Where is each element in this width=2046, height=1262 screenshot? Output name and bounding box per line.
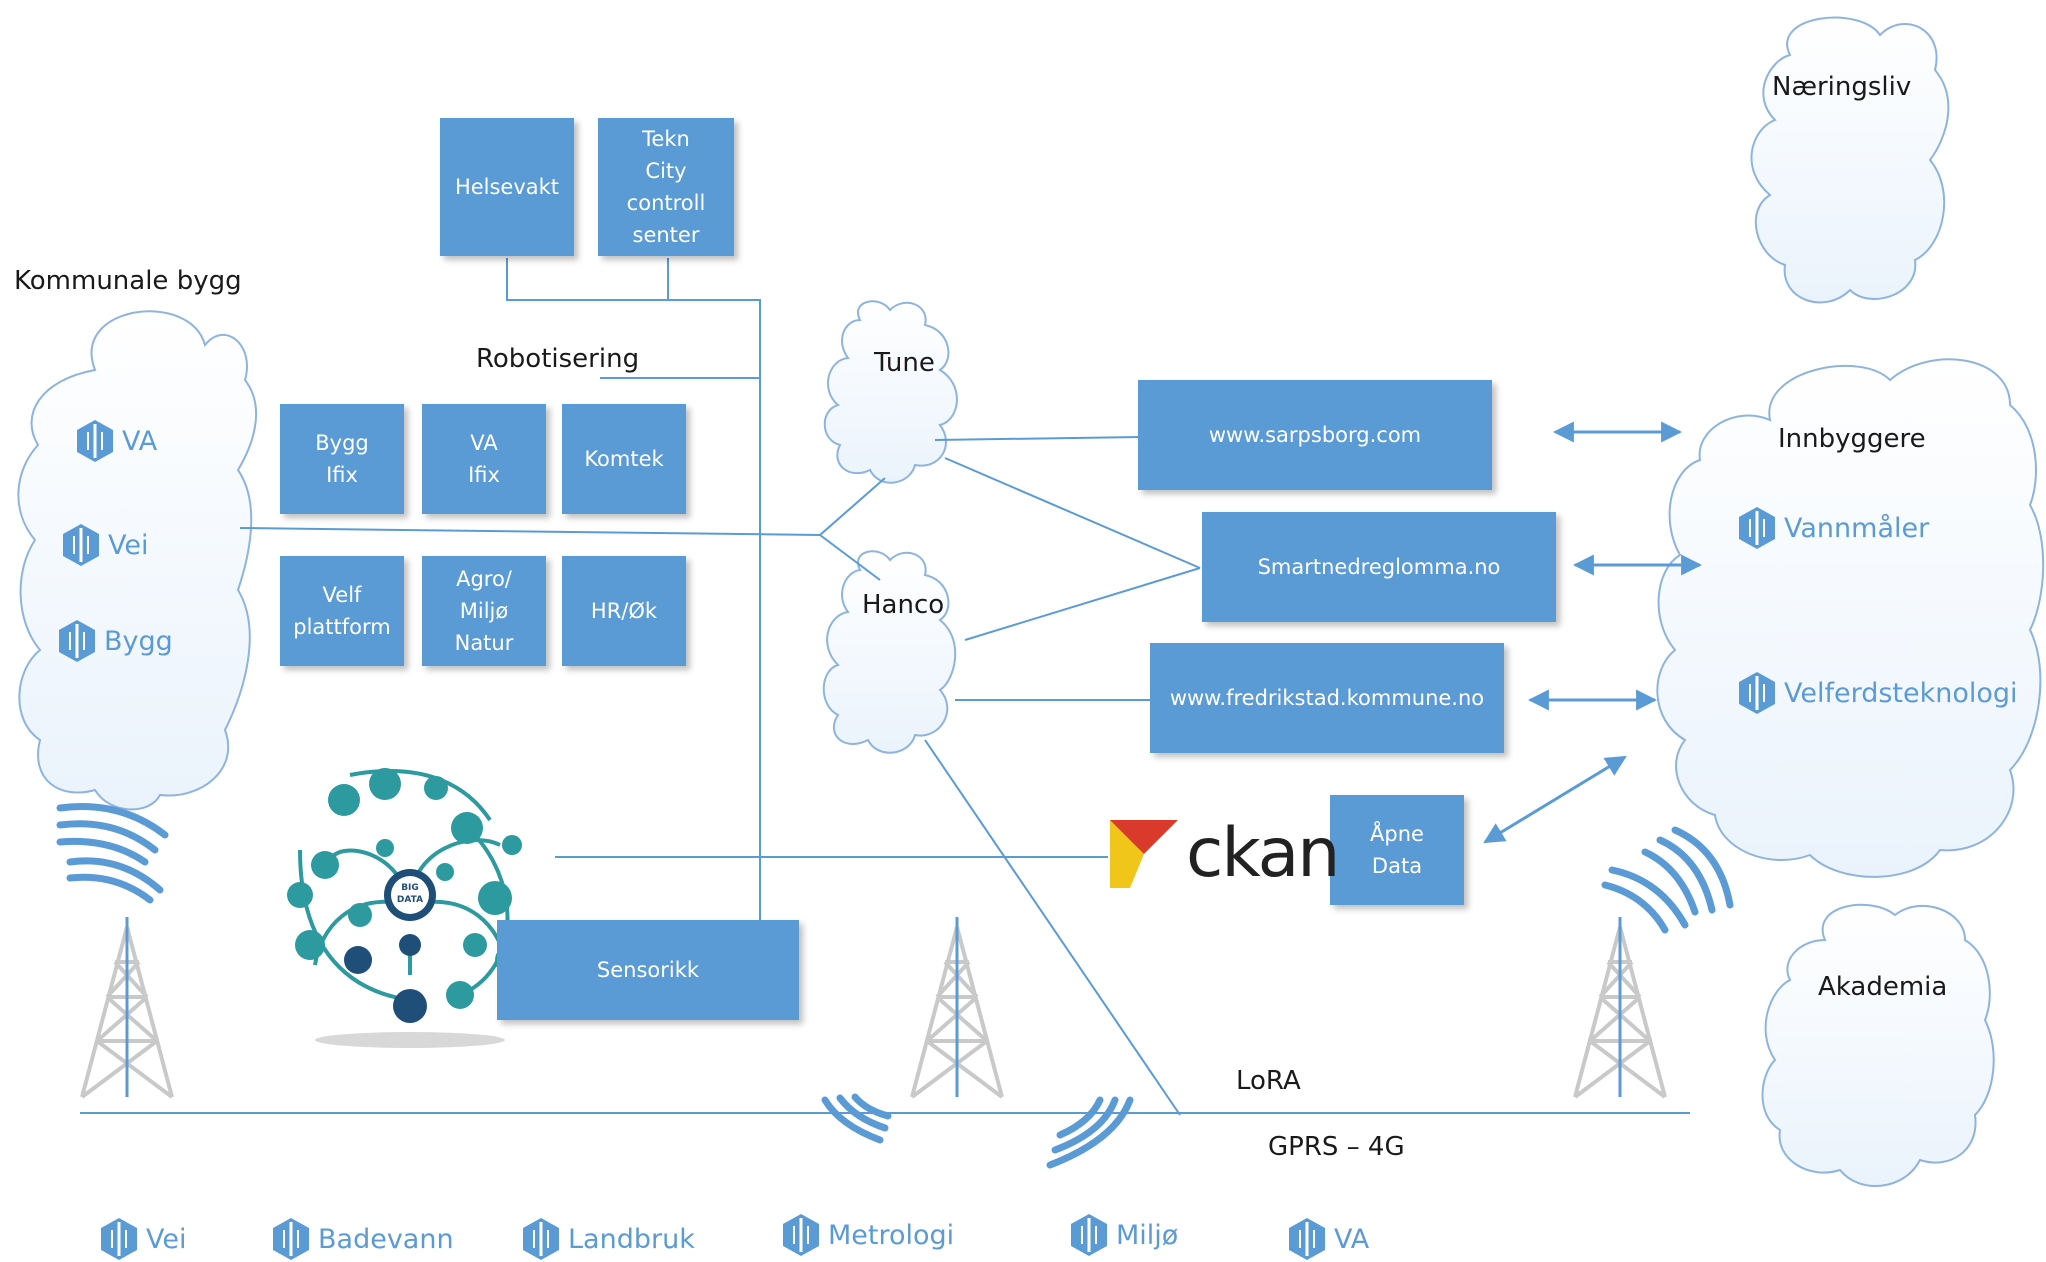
box-sensorikk: Sensorikk: [497, 920, 799, 1020]
sensor-label: Miljø: [1116, 1219, 1179, 1251]
label-robotisering: Robotisering: [476, 344, 640, 374]
sensor-icon: [1739, 507, 1775, 549]
sensor-icon: [1739, 672, 1775, 714]
label-innbyggere: Innbyggere: [1778, 424, 1926, 454]
sensor-label: VA: [1334, 1223, 1370, 1255]
label-gprs-4g: GPRS – 4G: [1268, 1132, 1405, 1162]
sensor-bottom-vei: Vei: [96, 1216, 187, 1262]
wireless-signal-icon: [1601, 826, 1734, 934]
sensor-icon: [523, 1218, 559, 1260]
sensor-label: Vei: [108, 529, 149, 561]
bidirectional-arrows: [1483, 421, 1703, 844]
sensor-icon: [1071, 1214, 1107, 1256]
sensor-label: Bygg: [104, 625, 173, 657]
big-data-label: BIG: [401, 883, 419, 893]
cloud-naeringsliv: [1750, 16, 1950, 304]
sensor-bottom-metrologi: Metrologi: [778, 1212, 954, 1258]
sensor-va: VA: [72, 418, 157, 464]
sensor-bottom-miljo: Miljø: [1066, 1212, 1178, 1258]
sensor-icon: [783, 1214, 819, 1256]
box-fredrikstad[interactable]: www.fredrikstad.kommune.no: [1150, 643, 1504, 753]
box-smartnedreglomma[interactable]: Smartnedreglomma.no: [1202, 512, 1556, 622]
box-helsevakt: Helsevakt: [440, 118, 574, 256]
wireless-signal-icon: [1046, 1096, 1134, 1169]
sensor-icon: [101, 1218, 137, 1260]
box-hr-ok: HR/Øk: [562, 556, 686, 666]
sensor-bottom-badevann: Badevann: [268, 1216, 454, 1262]
label-naeringsliv: Næringsliv: [1772, 72, 1912, 102]
label-akademia: Akademia: [1818, 972, 1948, 1002]
sensor-velferdsteknologi: Velferdsteknologi: [1734, 670, 2018, 716]
sensor-vannmaler: Vannmåler: [1734, 505, 1929, 551]
sensor-label: Vei: [146, 1223, 187, 1255]
box-sarpsborg[interactable]: www.sarpsborg.com: [1138, 380, 1492, 490]
sensor-icon: [63, 524, 99, 566]
sensor-bottom-va: VA: [1284, 1216, 1369, 1262]
sensor-icon: [77, 420, 113, 462]
svg-text:DATA: DATA: [397, 895, 423, 905]
box-komtek: Komtek: [562, 404, 686, 514]
ckan-wordmark: ckan: [1186, 814, 1340, 893]
box-bygg-ifix: Bygg Ifix: [280, 404, 404, 514]
sensor-bottom-landbruk: Landbruk: [518, 1216, 695, 1262]
box-tekn-city-controll-senter: Tekn City controll senter: [598, 118, 734, 256]
label-tune: Tune: [874, 348, 935, 378]
box-apne-data: Åpne Data: [1330, 795, 1464, 905]
cell-tower-icon: [80, 915, 174, 1099]
sensor-icon: [59, 620, 95, 662]
ckan-logo: ckan: [1110, 814, 1340, 893]
cloud-tune: [823, 300, 958, 484]
box-velf-plattform: Velf plattform: [280, 556, 404, 666]
sensor-bygg: Bygg: [54, 618, 173, 664]
sensor-icon: [273, 1218, 309, 1260]
cloud-hanco: [822, 550, 957, 754]
label-hanco: Hanco: [862, 590, 945, 620]
big-data-illustration: BIG DATA: [287, 768, 525, 1048]
sensor-label: Metrologi: [828, 1219, 955, 1251]
sensor-icon: [1289, 1218, 1325, 1260]
sensor-vei: Vei: [58, 522, 149, 568]
sensor-label: Badevann: [318, 1223, 454, 1255]
box-va-ifix: VA Ifix: [422, 404, 546, 514]
wireless-signal-icon: [821, 1093, 892, 1144]
cloud-akademia: [1761, 903, 1995, 1187]
box-agro-miljo-natur: Agro/ Miljø Natur: [422, 556, 546, 666]
sensor-label: Velferdsteknologi: [1784, 677, 2018, 709]
wireless-signal-icon: [56, 803, 169, 904]
sensor-label: Vannmåler: [1784, 512, 1930, 544]
sensor-label: VA: [122, 425, 158, 457]
cell-tower-icon: [1573, 915, 1667, 1099]
label-lora: LoRA: [1236, 1066, 1301, 1096]
label-kommunale-bygg: Kommunale bygg: [14, 266, 242, 296]
cell-tower-icon: [910, 915, 1004, 1099]
ckan-logo-icon: [1110, 819, 1178, 888]
sensor-label: Landbruk: [568, 1223, 695, 1255]
